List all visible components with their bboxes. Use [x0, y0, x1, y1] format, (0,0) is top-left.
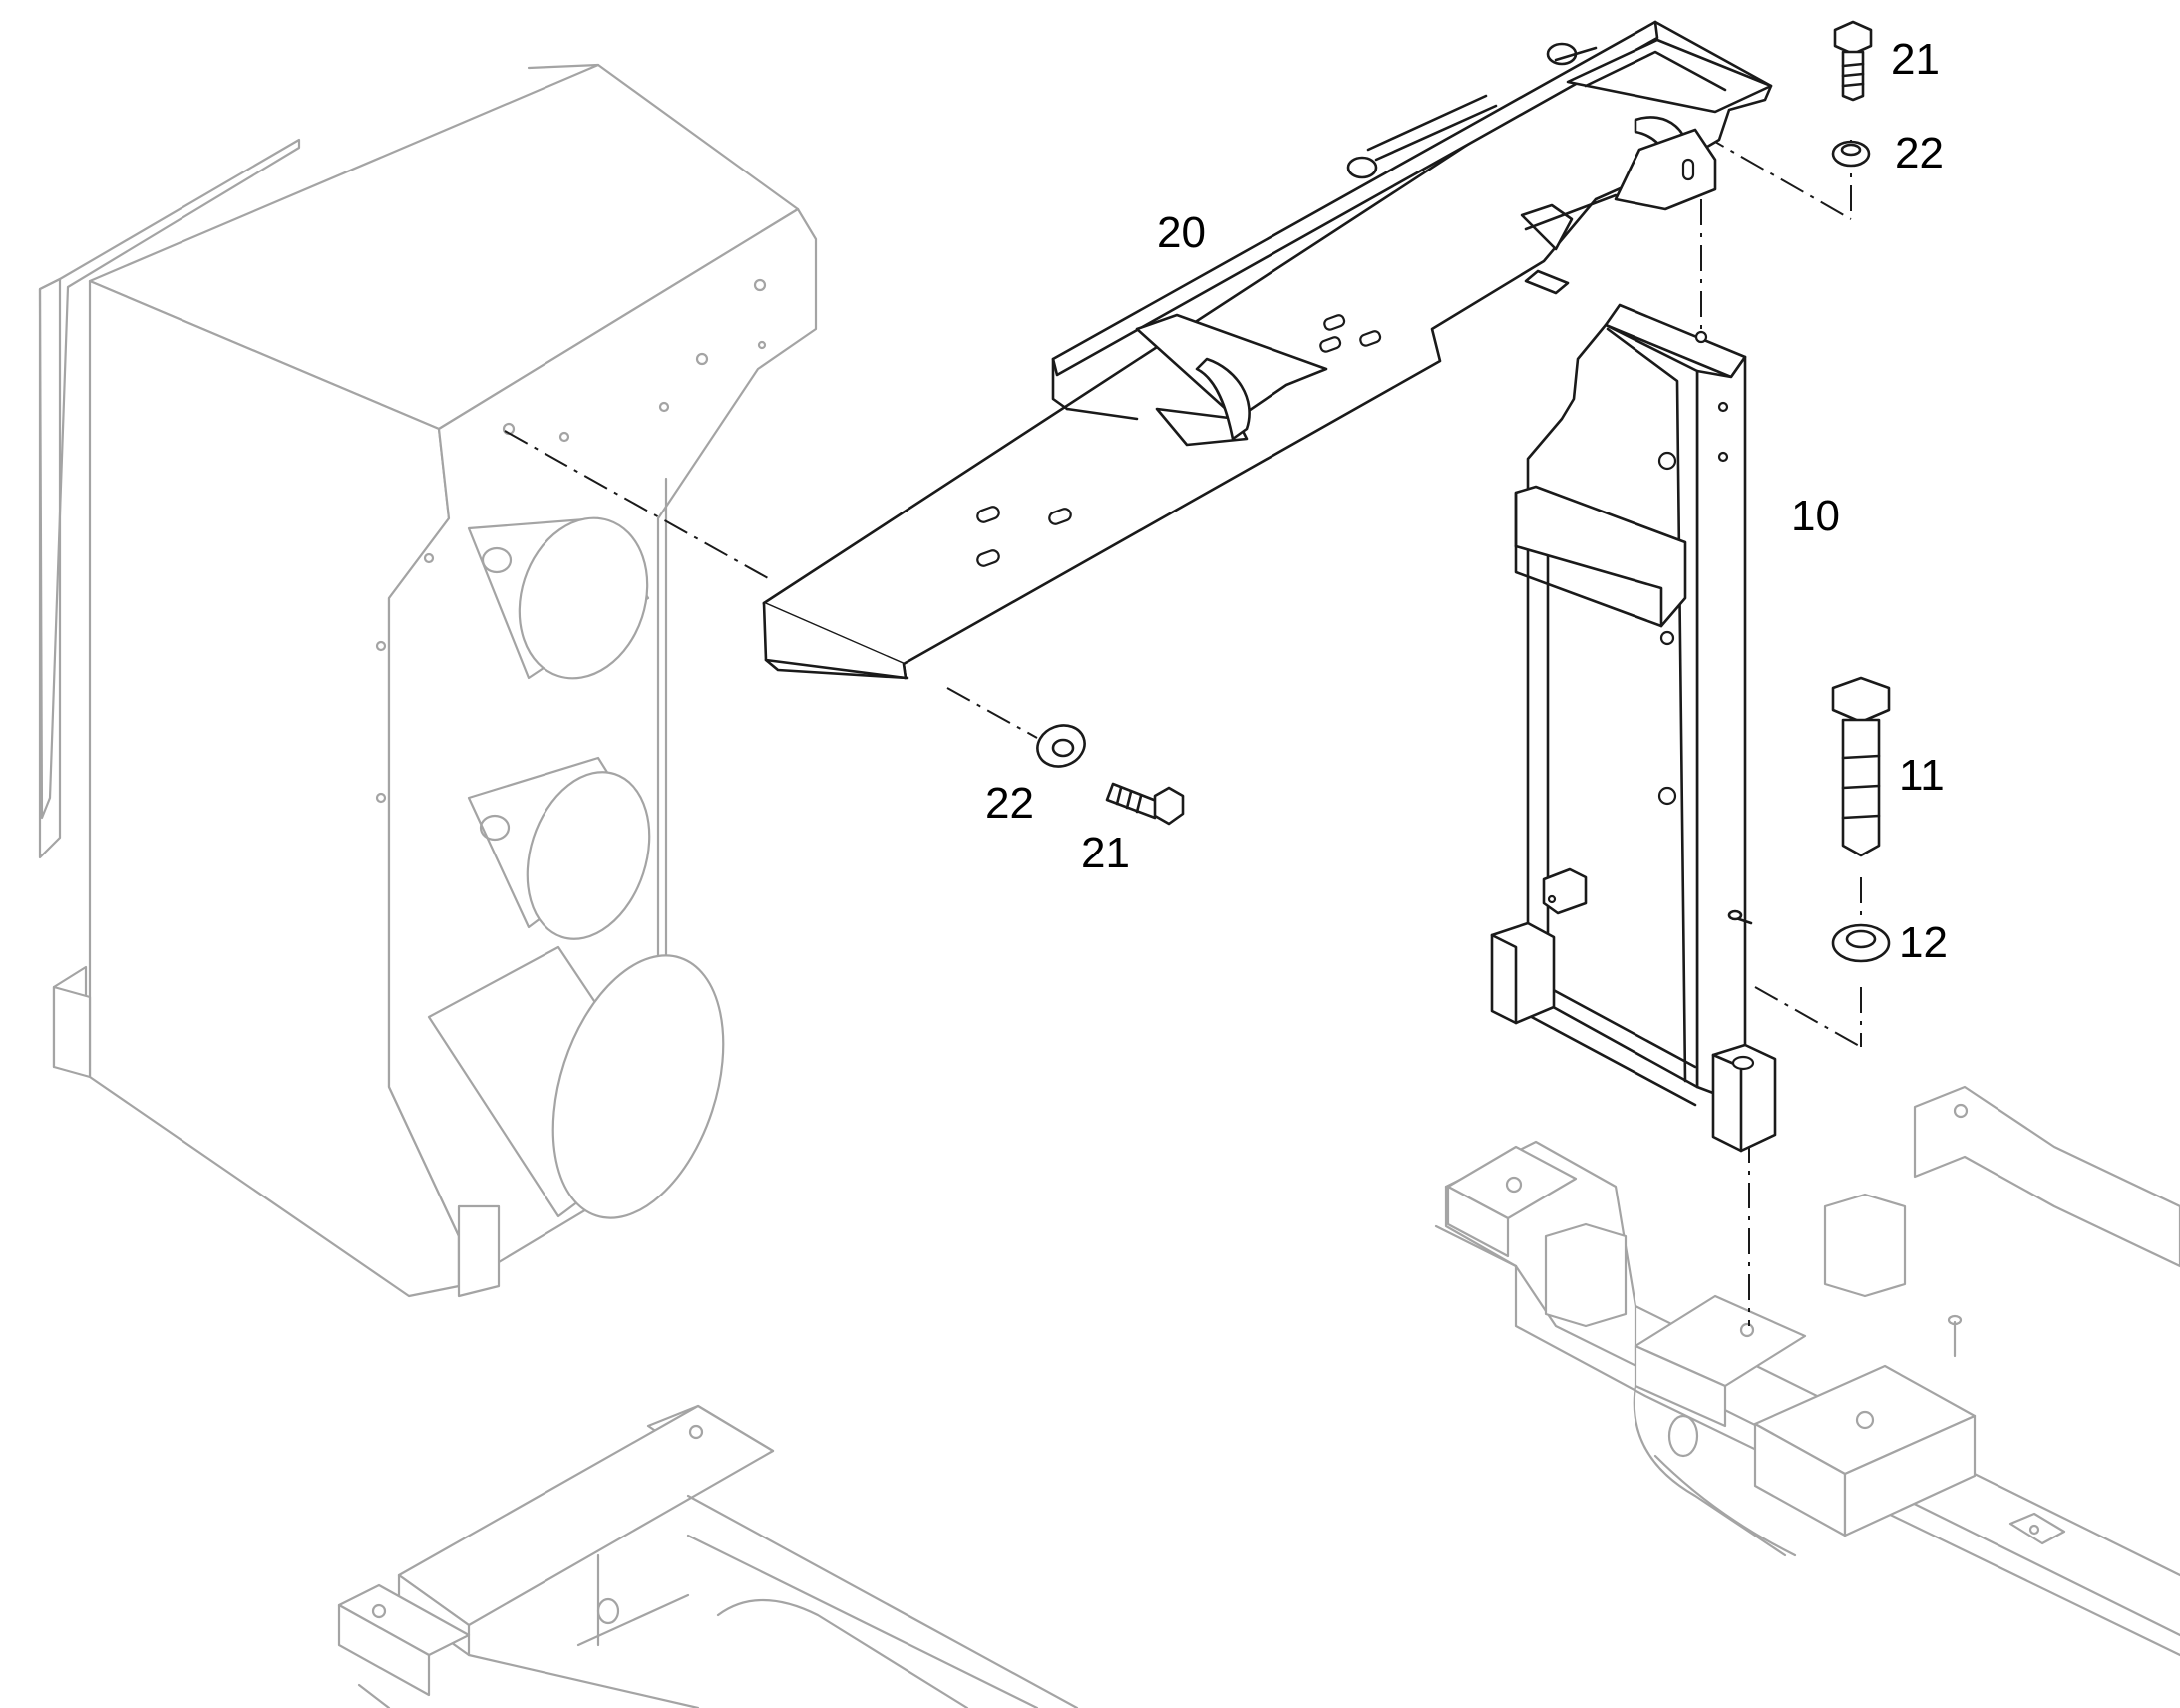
lock-washer-part-12[interactable]	[1831, 923, 1891, 963]
callout-bolt-bottom-21: 21	[1081, 829, 1130, 877]
callout-bracket-frame-10: 10	[1791, 492, 1840, 540]
callout-support-plate-20: 20	[1157, 208, 1206, 257]
assembly-center-lines	[504, 133, 1862, 1326]
support-plate-part-20[interactable]	[762, 20, 1773, 680]
pipe-lower-ghost	[427, 945, 725, 1219]
chassis-frame-ghost	[337, 1085, 2180, 1708]
callout-labels: 21 22 20 10 11 12 22 21	[985, 35, 1948, 967]
pipe-middle-ghost	[467, 756, 651, 940]
bolt-top-part-21[interactable]	[1833, 20, 1873, 102]
washer-bottom-part-22[interactable]	[1032, 719, 1091, 773]
callout-washer-top-22: 22	[1895, 129, 1944, 177]
pipe-upper-ghost	[467, 516, 650, 680]
bracket-frame-part-10[interactable]	[1490, 303, 1777, 1153]
callout-bolt-top-21: 21	[1891, 35, 1940, 84]
radiator-unit-ghost	[38, 63, 818, 1298]
callout-bolt-long-11: 11	[1899, 751, 1945, 800]
callout-washer-bottom-22: 22	[985, 779, 1034, 828]
bolt-bottom-part-21[interactable]	[1105, 782, 1185, 826]
callout-lock-washer-12: 12	[1899, 918, 1948, 967]
washer-top-part-22[interactable]	[1831, 140, 1871, 168]
bolt-long-part-11[interactable]	[1831, 676, 1891, 857]
